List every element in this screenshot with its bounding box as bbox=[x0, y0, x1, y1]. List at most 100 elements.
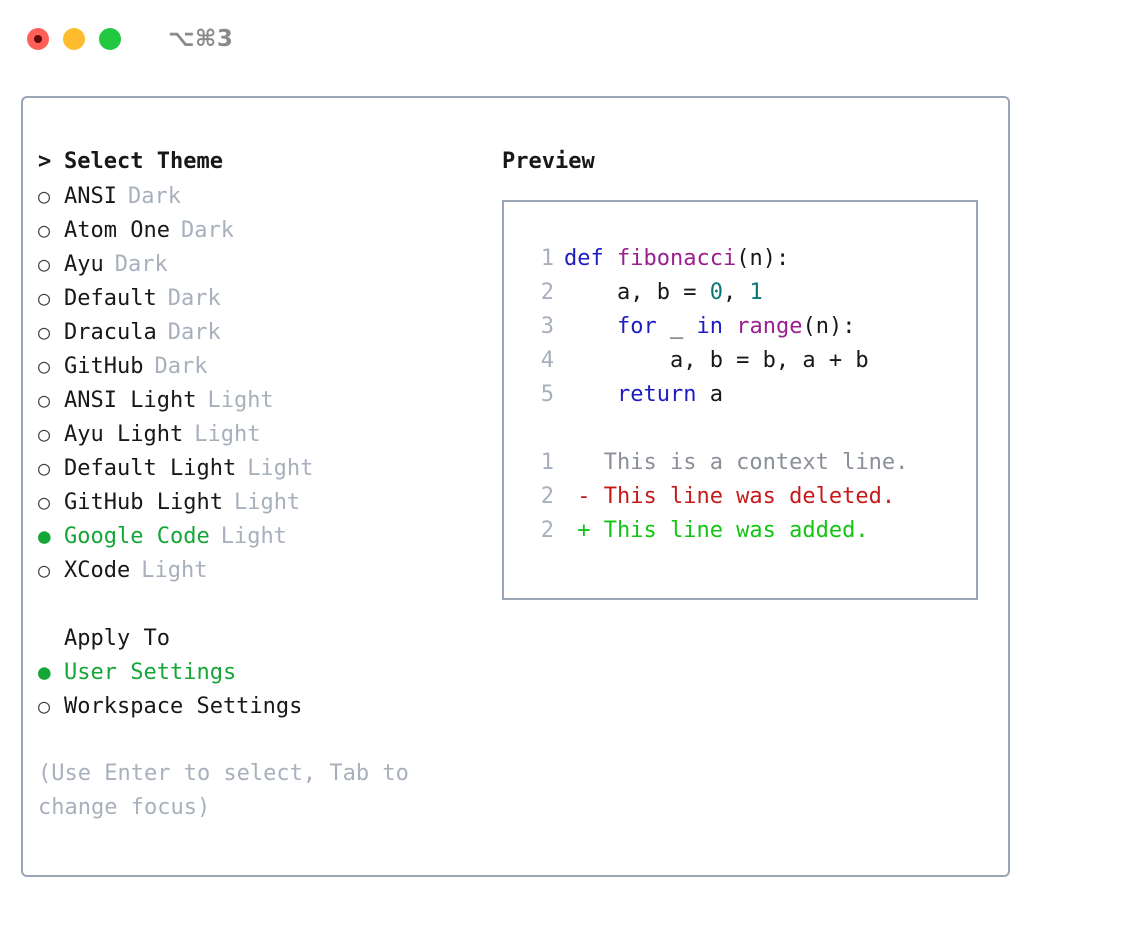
code-token-plain bbox=[723, 314, 736, 339]
diff-text-ctx: This is a context line. bbox=[564, 450, 909, 475]
code-token-fn: range bbox=[736, 314, 803, 339]
radio-unselected-icon: ○ bbox=[38, 422, 51, 446]
apply-to-option-label: Workspace Settings bbox=[64, 694, 303, 719]
preview-gap bbox=[504, 412, 976, 446]
line-number: 2 bbox=[540, 518, 554, 543]
code-text: return a bbox=[564, 378, 723, 412]
apply-to-header-marker: ○ bbox=[38, 621, 64, 655]
apply-to-header: ○ Apply To bbox=[38, 621, 498, 655]
title-bar: ⌥⌘3 bbox=[0, 0, 1140, 78]
code-token-num: 0 bbox=[709, 280, 723, 305]
line-number: 4 bbox=[540, 348, 554, 373]
preview-title: Preview bbox=[502, 149, 595, 174]
code-token-plain: , bbox=[722, 280, 750, 305]
line-number: 5 bbox=[540, 382, 554, 407]
keyboard-shortcut-label: ⌥⌘3 bbox=[168, 26, 234, 52]
code-token-kw: for bbox=[616, 314, 657, 339]
radio-unselected-icon: ○ bbox=[38, 558, 51, 582]
diff-line: 2 + This line was added. bbox=[504, 514, 976, 548]
theme-list-item[interactable]: ○ GitHub Dark bbox=[38, 349, 498, 383]
radio-unselected-icon: ○ bbox=[38, 490, 51, 514]
code-token-plain: a, b = b, a + b bbox=[564, 348, 869, 373]
code-token-plain: a bbox=[696, 382, 723, 407]
line-number: 1 bbox=[540, 246, 554, 271]
theme-category: Light bbox=[220, 524, 287, 549]
theme-list-item[interactable]: ● Google Code Light bbox=[38, 519, 498, 553]
theme-list-item[interactable]: ○ ANSI Dark bbox=[38, 179, 498, 213]
code-text: a, b = 0, 1 bbox=[564, 276, 763, 310]
minimize-button[interactable] bbox=[63, 28, 85, 50]
line-number: 3 bbox=[540, 314, 554, 339]
prompt-caret-icon: > bbox=[38, 149, 52, 174]
radio-selected-icon: ● bbox=[38, 660, 51, 684]
radio-unselected-icon: ○ bbox=[38, 456, 51, 480]
radio-unselected-icon: ○ bbox=[38, 388, 51, 412]
radio-selected-icon: ● bbox=[38, 524, 51, 548]
apply-to-option[interactable]: ○ Workspace Settings bbox=[38, 689, 498, 723]
radio-unselected-icon: ○ bbox=[38, 252, 51, 276]
traffic-light-buttons bbox=[27, 28, 121, 50]
theme-name: Google Code bbox=[64, 524, 210, 549]
apply-to-title: Apply To bbox=[64, 626, 170, 651]
diff-sample: 1 This is a context line.2 - This line w… bbox=[504, 446, 976, 548]
diff-text-del: - This line was deleted. bbox=[564, 484, 896, 509]
code-token-kw: def bbox=[564, 246, 617, 271]
code-token-plain bbox=[564, 382, 617, 407]
code-token-kw: in bbox=[696, 314, 723, 339]
theme-name: GitHub bbox=[64, 354, 144, 379]
section-spacer bbox=[38, 587, 498, 621]
code-token-num: 1 bbox=[749, 280, 763, 305]
code-line: 3 for _ in range(n): bbox=[504, 310, 976, 344]
theme-category: Dark bbox=[180, 218, 234, 243]
radio-unselected-icon: ○ bbox=[38, 184, 51, 208]
theme-name: Ayu bbox=[64, 252, 104, 277]
close-button[interactable] bbox=[27, 28, 49, 50]
code-token-plain: a, b = bbox=[564, 280, 710, 305]
theme-name: Default Light bbox=[64, 456, 237, 481]
code-text: for _ in range(n): bbox=[564, 310, 855, 344]
radio-unselected-icon: ○ bbox=[38, 694, 51, 718]
code-token-fn: fibonacci bbox=[616, 246, 737, 271]
code-line: 4 a, b = b, a + b bbox=[504, 344, 976, 378]
theme-category: Light bbox=[141, 558, 208, 583]
diff-line: 1 This is a context line. bbox=[504, 446, 976, 480]
maximize-button[interactable] bbox=[99, 28, 121, 50]
theme-name: Ayu Light bbox=[64, 422, 184, 447]
theme-name: Default bbox=[64, 286, 157, 311]
code-line: 5 return a bbox=[504, 378, 976, 412]
diff-line: 2 - This line was deleted. bbox=[504, 480, 976, 514]
code-token-kw: return bbox=[616, 382, 697, 407]
theme-category: Dark bbox=[167, 286, 221, 311]
theme-category: Dark bbox=[127, 184, 181, 209]
diff-text-add: + This line was added. bbox=[564, 518, 869, 543]
theme-name: ANSI bbox=[64, 184, 117, 209]
theme-category: Light bbox=[233, 490, 301, 515]
apply-to-option[interactable]: ● User Settings bbox=[38, 655, 498, 689]
line-number: 2 bbox=[540, 484, 554, 509]
theme-name: ANSI Light bbox=[64, 388, 197, 413]
theme-name: Atom One bbox=[64, 218, 170, 243]
theme-name: Dracula bbox=[64, 320, 157, 345]
theme-category: Dark bbox=[154, 354, 208, 379]
line-number: 1 bbox=[540, 450, 554, 475]
radio-unselected-icon: ○ bbox=[38, 354, 51, 378]
code-text: a, b = b, a + b bbox=[564, 344, 869, 378]
theme-list-item[interactable]: ○ XCode Light bbox=[38, 553, 498, 587]
apply-to-option-label: User Settings bbox=[64, 660, 237, 685]
code-token-plain: _ bbox=[656, 314, 697, 339]
code-line: 2 a, b = 0, 1 bbox=[504, 276, 976, 310]
code-token-plain: (n): bbox=[802, 314, 856, 339]
theme-name: XCode bbox=[64, 558, 131, 583]
